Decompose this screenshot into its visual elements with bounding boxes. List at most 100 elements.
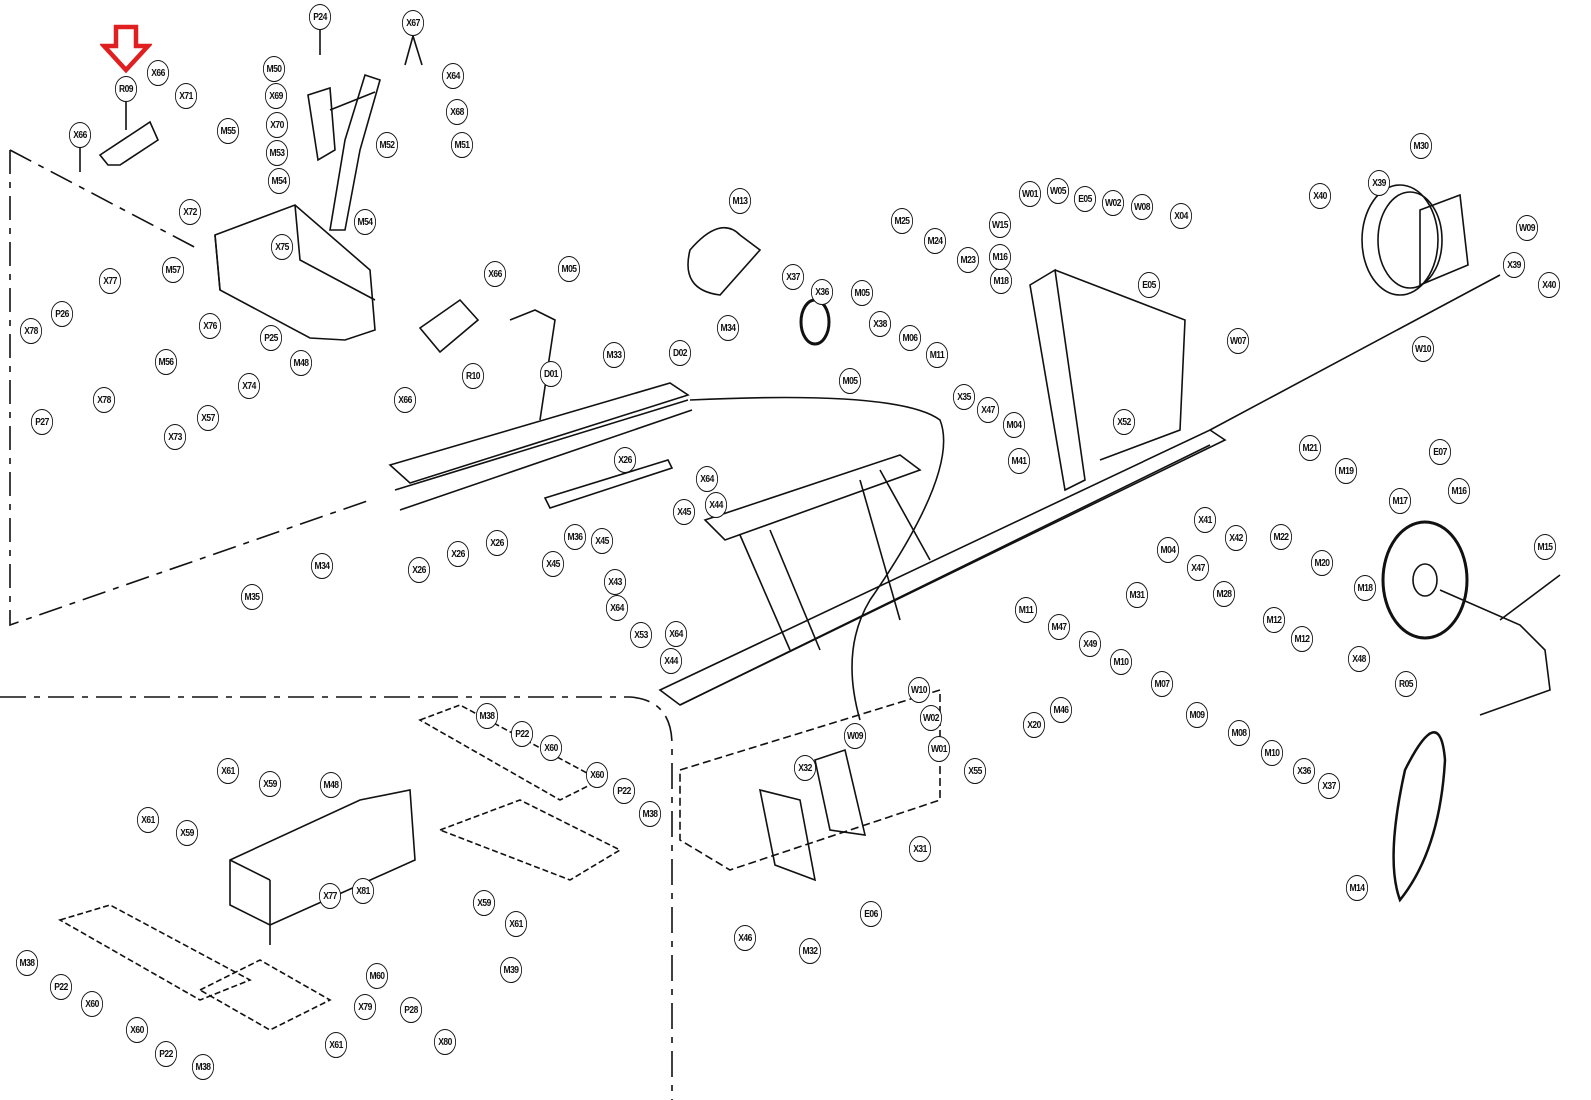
part-label-p28: P28 [399, 997, 423, 1023]
part-label-x60: X60 [585, 762, 609, 788]
part-label-m11: M11 [1014, 597, 1038, 623]
part-label-m38: M38 [475, 703, 499, 729]
part-label-p22: P22 [612, 778, 636, 804]
part-label-x78: X78 [92, 387, 116, 413]
part-label-m33: M33 [602, 342, 626, 368]
leader-dashed [9, 150, 371, 627]
part-label-m36: M36 [563, 524, 587, 550]
part-label-w09: W09 [843, 723, 867, 749]
part-label-p22: P22 [510, 721, 534, 747]
part-label-x75: X75 [270, 234, 294, 260]
part-label-x49: X49 [1078, 631, 1102, 657]
part-label-x68: X68 [445, 99, 469, 125]
part-label-m19: M19 [1334, 458, 1358, 484]
part-label-m39: M39 [499, 957, 523, 983]
part-label-w09: W09 [1515, 215, 1539, 241]
part-label-m34: M34 [716, 315, 740, 341]
part-label-m32: M32 [798, 938, 822, 964]
part-label-m47: M47 [1047, 614, 1071, 640]
part-label-d01: D01 [539, 361, 563, 387]
part-label-m54: M54 [353, 209, 377, 235]
part-label-x26: X26 [613, 447, 637, 473]
part-label-m57: M57 [161, 257, 185, 283]
part-label-x81: X81 [351, 878, 375, 904]
part-label-x26: X26 [485, 530, 509, 556]
part-r10 [418, 298, 480, 354]
part-label-m10: M10 [1260, 740, 1284, 766]
part-label-x04: X04 [1169, 203, 1193, 229]
part-label-m12: M12 [1262, 607, 1286, 633]
part-label-x57: X57 [196, 405, 220, 431]
part-label-x37: X37 [1317, 773, 1341, 799]
part-label-w15: W15 [988, 212, 1012, 238]
part-label-x38: X38 [868, 311, 892, 337]
part-label-m13: M13 [728, 188, 752, 214]
part-label-e05: E05 [1137, 272, 1161, 298]
part-label-r10: R10 [461, 363, 485, 389]
part-label-w08: W08 [1130, 194, 1154, 220]
part-label-x41: X41 [1193, 507, 1217, 533]
part-label-m41: M41 [1007, 448, 1031, 474]
part-label-x47: X47 [976, 397, 1000, 423]
part-label-m05: M05 [838, 368, 862, 394]
part-label-m52: M52 [375, 132, 399, 158]
part-label-m60: M60 [365, 963, 389, 989]
part-label-m14: M14 [1345, 875, 1369, 901]
cable [689, 396, 945, 721]
part-label-m21: M21 [1298, 435, 1322, 461]
part-label-w10: W10 [907, 677, 931, 703]
part-label-x61: X61 [216, 758, 240, 784]
part-label-x45: X45 [590, 528, 614, 554]
part-label-x48: X48 [1347, 646, 1371, 672]
part-label-m23: M23 [956, 247, 980, 273]
part-label-m54: M54 [267, 168, 291, 194]
part-label-x73: X73 [163, 424, 187, 450]
part-label-x53: X53 [629, 622, 653, 648]
slide-rail [388, 382, 690, 484]
part-label-m18: M18 [989, 268, 1013, 294]
part-label-x39: X39 [1367, 170, 1391, 196]
part-label-x43: X43 [603, 569, 627, 595]
part-label-x60: X60 [125, 1017, 149, 1043]
part-label-m04: M04 [1002, 412, 1026, 438]
part-label-p22: P22 [154, 1041, 178, 1067]
part-label-x64: X64 [441, 63, 465, 89]
belt-m14 [1392, 731, 1447, 903]
part-label-x35: X35 [952, 384, 976, 410]
part-label-x61: X61 [504, 911, 528, 937]
part-label-x26: X26 [446, 541, 470, 567]
part-label-x45: X45 [541, 551, 565, 577]
part-label-w02: W02 [1101, 190, 1125, 216]
part-label-x61: X61 [324, 1032, 348, 1058]
part-label-m48: M48 [319, 772, 343, 798]
part-label-m06: M06 [898, 325, 922, 351]
part-label-x61: X61 [136, 807, 160, 833]
part-label-x46: X46 [733, 925, 757, 951]
part-label-x67: X67 [401, 10, 425, 36]
part-label-x36: X36 [810, 279, 834, 305]
part-label-w10: W10 [1411, 336, 1435, 362]
part-label-p26: P26 [50, 301, 74, 327]
part-label-m20: M20 [1310, 550, 1334, 576]
part-label-m48: M48 [289, 350, 313, 376]
part-r09 [98, 120, 160, 166]
part-label-x77: X77 [98, 268, 122, 294]
part-label-x66: X66 [483, 261, 507, 287]
part-label-m05: M05 [850, 280, 874, 306]
part-label-x59: X59 [175, 820, 199, 846]
part-label-x37: X37 [781, 264, 805, 290]
part-label-x47: X47 [1186, 555, 1210, 581]
part-label-m09: M09 [1185, 702, 1209, 728]
part-label-w05: W05 [1046, 178, 1070, 204]
part-label-x45: X45 [672, 499, 696, 525]
part-label-p22: P22 [49, 974, 73, 1000]
part-label-m17: M17 [1388, 488, 1412, 514]
part-label-x39: X39 [1502, 252, 1526, 278]
part-label-m46: M46 [1049, 697, 1073, 723]
part-label-m05: M05 [557, 256, 581, 282]
part-label-x60: X60 [80, 991, 104, 1017]
part-label-p25: P25 [259, 325, 283, 351]
part-label-x66: X66 [146, 60, 170, 86]
part-label-w01: W01 [927, 736, 951, 762]
